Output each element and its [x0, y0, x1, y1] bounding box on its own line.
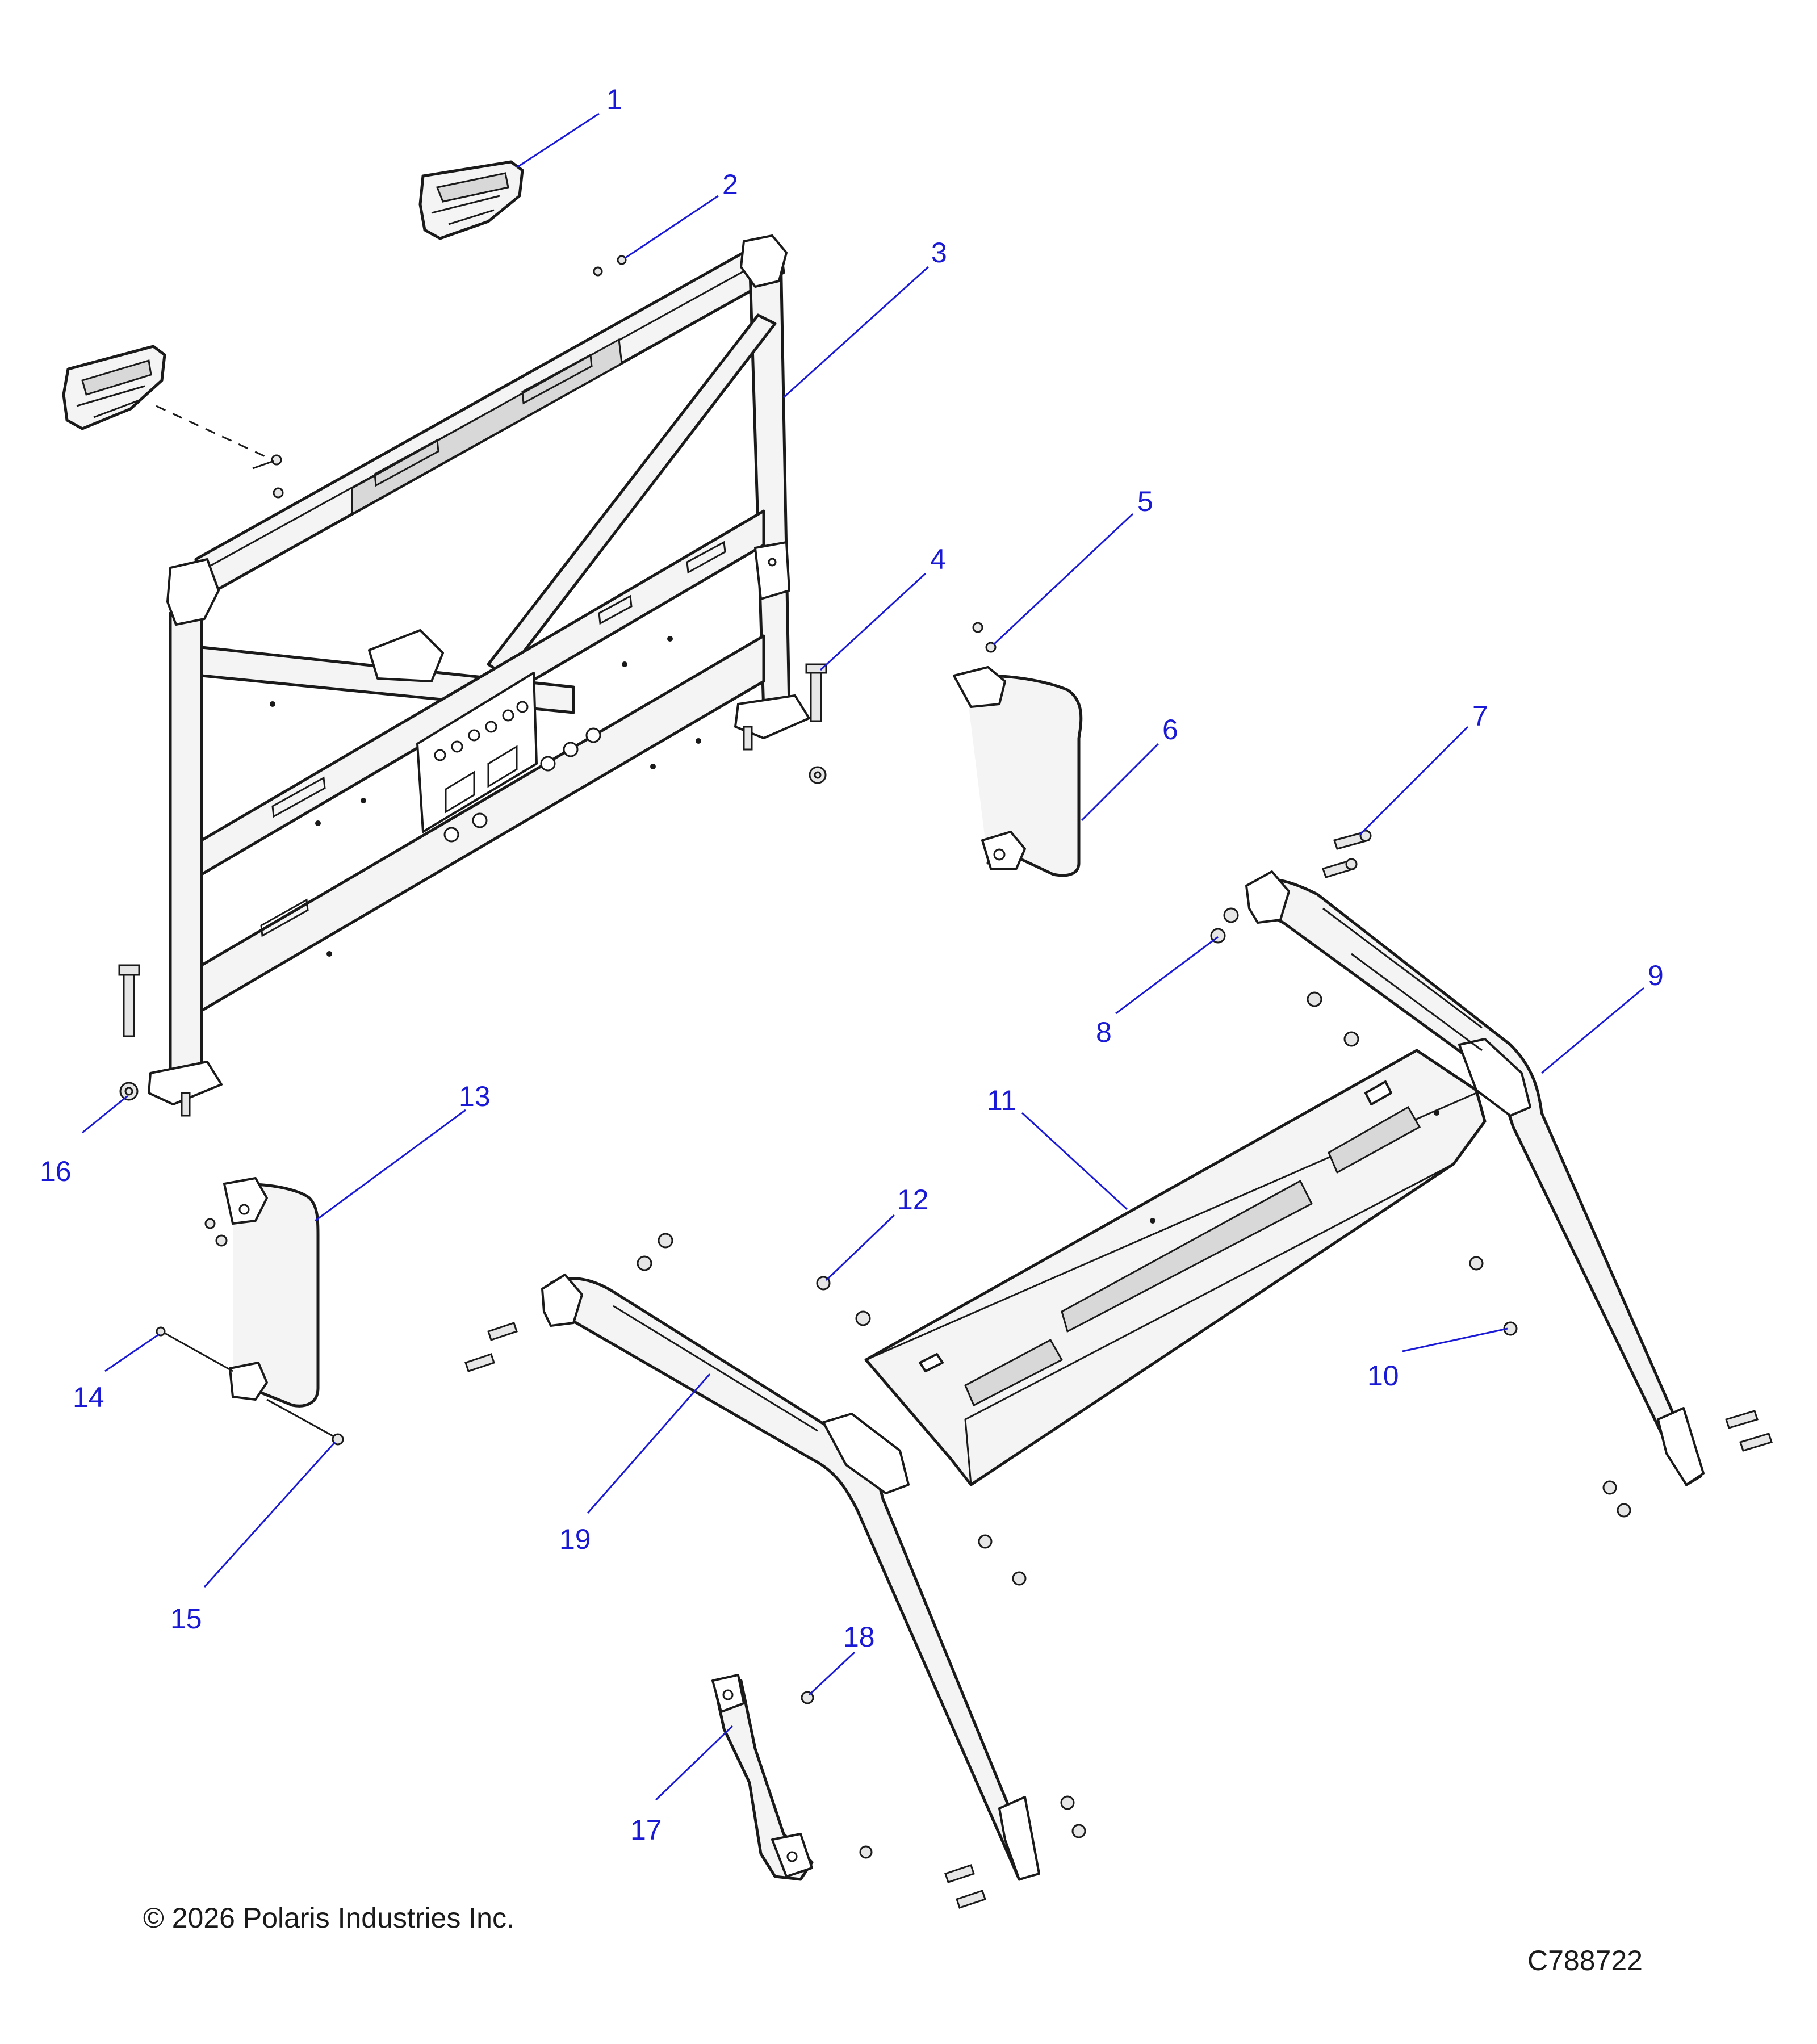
callout-10: 10	[1367, 1360, 1399, 1392]
callout-2: 2	[722, 169, 738, 200]
brace-strut[interactable]	[711, 1674, 814, 1881]
assist-bar-right[interactable]	[953, 666, 1083, 877]
roll-bar-right[interactable]	[1245, 870, 1705, 1486]
screw-part-13[interactable]	[204, 1218, 228, 1247]
drawing-number: C788722	[1527, 1945, 1643, 1976]
callout-17: 17	[630, 1814, 662, 1846]
callout-15: 15	[170, 1603, 202, 1635]
assist-bar-left[interactable]	[223, 1177, 320, 1408]
screw-part-2[interactable]	[252, 255, 627, 499]
screw-part-5[interactable]	[972, 622, 997, 653]
callout-11: 11	[987, 1084, 1016, 1116]
callout-9: 9	[1648, 960, 1664, 991]
callout-3: 3	[931, 237, 947, 269]
nut-part-12[interactable]	[637, 1233, 871, 1326]
bolt-part-16-upper[interactable]	[118, 964, 140, 1037]
grab-handle-upper[interactable]	[418, 160, 524, 240]
callout-19: 19	[559, 1523, 591, 1555]
bolt-part-4[interactable]	[805, 663, 827, 722]
callout-1: 1	[606, 83, 622, 115]
nut-part-15[interactable]	[266, 1398, 344, 1446]
callout-labels: 1 2 3 4 5 6 7 8 9 10 11 12 13 14 15 16 1…	[40, 83, 1664, 1846]
callout-leaders	[82, 112, 1644, 1801]
rear-header-panel[interactable]	[864, 1049, 1487, 1486]
callout-7: 7	[1472, 700, 1488, 732]
callout-8: 8	[1096, 1016, 1112, 1048]
screw-part-14[interactable]	[156, 1326, 233, 1372]
callout-12: 12	[897, 1184, 929, 1216]
callout-14: 14	[73, 1381, 104, 1413]
callout-5: 5	[1137, 485, 1153, 517]
nut-part-4-lower[interactable]	[809, 766, 827, 784]
callout-18: 18	[843, 1621, 875, 1653]
copyright-notice: © 2026 Polaris Industries Inc.	[143, 1902, 514, 1934]
nut-part-8[interactable]	[1210, 907, 1239, 944]
roll-bar-left[interactable]	[541, 1274, 1040, 1881]
nut-part-16[interactable]	[119, 1082, 139, 1101]
callout-4: 4	[930, 543, 946, 575]
callout-13: 13	[459, 1080, 491, 1112]
callout-6: 6	[1162, 714, 1178, 745]
nut-part-9-rear[interactable]	[1307, 991, 1359, 1047]
bolt-part-18[interactable]	[944, 1864, 986, 1909]
nut-part-10[interactable]	[1469, 1256, 1631, 1518]
rear-cab-frame[interactable]	[148, 234, 810, 1117]
handle-alignment-line	[156, 405, 273, 461]
callout-16: 16	[40, 1155, 72, 1187]
bolt-part-10-lower[interactable]	[1725, 1410, 1773, 1452]
bolt-part-12-left[interactable]	[464, 1322, 518, 1372]
bolt-part-7[interactable]	[1322, 830, 1372, 878]
grab-handle-lower[interactable]	[62, 345, 166, 430]
